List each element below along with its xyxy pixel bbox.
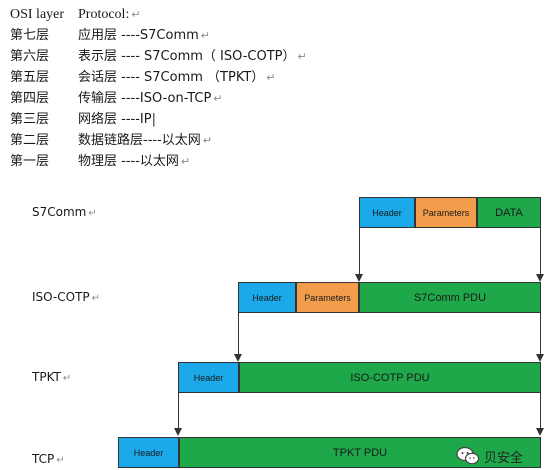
arrow-head-tpkt-right xyxy=(536,428,544,436)
osi-row-layer: 第二层 xyxy=(10,133,50,148)
return-mark: ↵ xyxy=(91,293,101,304)
osi-row-layer: 第七层 xyxy=(10,28,50,43)
s7comm-data-block: DATA xyxy=(477,197,541,228)
tpkt-pdu-block: TPKT PDU xyxy=(179,437,541,468)
iso-cotp-header-block: Header xyxy=(238,282,296,313)
osi-row-text: 网络层 ----IP xyxy=(78,112,152,127)
return-mark: ↵ xyxy=(62,373,72,384)
arrow-line-s7comm-right xyxy=(540,228,541,275)
tcp-header-block: Header xyxy=(118,437,179,468)
arrow-line-tpkt-left xyxy=(178,393,179,429)
row-label-text: TCP xyxy=(32,452,55,466)
return-mark: ↵ xyxy=(202,134,212,147)
row-label-text: ISO-COTP xyxy=(32,290,90,304)
osi-row-layer: 第四层 xyxy=(10,91,50,106)
label-tcp: TCP↵ xyxy=(32,452,65,466)
s7comm-header-block: Header xyxy=(359,197,415,228)
osi-row-layer: 第一层 xyxy=(10,154,50,169)
return-mark: ↵ xyxy=(131,9,141,21)
arrow-head-s7comm-left xyxy=(355,274,363,282)
osi-row-text: 物理层 ----以太网 xyxy=(78,154,179,169)
text-cursor: | xyxy=(151,112,156,127)
arrow-head-iso-cotp-left xyxy=(234,354,242,362)
s7comm-parameters-block: Parameters xyxy=(415,197,477,228)
s7comm-pdu-block: S7Comm PDU xyxy=(359,282,541,313)
row-label-text: TPKT xyxy=(32,370,61,384)
return-mark: ↵ xyxy=(200,29,210,42)
label-tpkt: TPKT↵ xyxy=(32,370,71,384)
osi-row-text: 数据链路层----以太网 xyxy=(78,133,201,148)
row-label-text: S7Comm xyxy=(32,205,87,219)
return-mark: ↵ xyxy=(297,50,307,63)
iso-cotp-parameters-block: Parameters xyxy=(296,282,359,313)
arrow-head-tpkt-left xyxy=(174,428,182,436)
arrow-head-iso-cotp-right xyxy=(536,354,544,362)
return-mark: ↵ xyxy=(88,208,97,219)
tpkt-header-block: Header xyxy=(178,362,239,393)
osi-row-text: 会话层 ---- S7Comm （TPKT） xyxy=(78,70,265,85)
arrow-line-iso-cotp-right xyxy=(540,313,541,355)
arrow-line-iso-cotp-left xyxy=(238,313,239,355)
watermark: 贝安全 xyxy=(456,446,523,466)
arrow-line-s7comm-left xyxy=(359,228,360,275)
return-mark: ↵ xyxy=(266,71,276,84)
osi-row-text: 表示层 ---- S7Comm（ ISO-COTP） xyxy=(78,49,296,64)
label-s7comm: S7Comm↵ xyxy=(32,205,97,219)
wechat-icon xyxy=(456,446,480,465)
osi-row-layer: 第五层 xyxy=(10,70,50,85)
return-mark: ↵ xyxy=(213,92,223,105)
return-mark: ↵ xyxy=(180,155,191,168)
osi-row-text: 传输层 ----ISO-on-TCP xyxy=(78,91,212,106)
osi-header-col1: OSI layer xyxy=(10,7,65,22)
label-iso-cotp: ISO-COTP↵ xyxy=(32,290,100,304)
osi-header-col2: Protocol: xyxy=(78,7,130,22)
return-mark: ↵ xyxy=(56,455,65,466)
arrow-head-s7comm-right xyxy=(536,274,544,282)
osi-row-layer: 第六层 xyxy=(10,49,50,64)
osi-row-layer: 第三层 xyxy=(10,112,50,127)
iso-cotp-pdu-block: ISO-COTP PDU xyxy=(239,362,541,393)
arrow-line-tpkt-right xyxy=(540,393,541,429)
watermark-text: 贝安全 xyxy=(484,450,524,466)
osi-row-text: 应用层 ----S7Comm xyxy=(78,28,199,43)
